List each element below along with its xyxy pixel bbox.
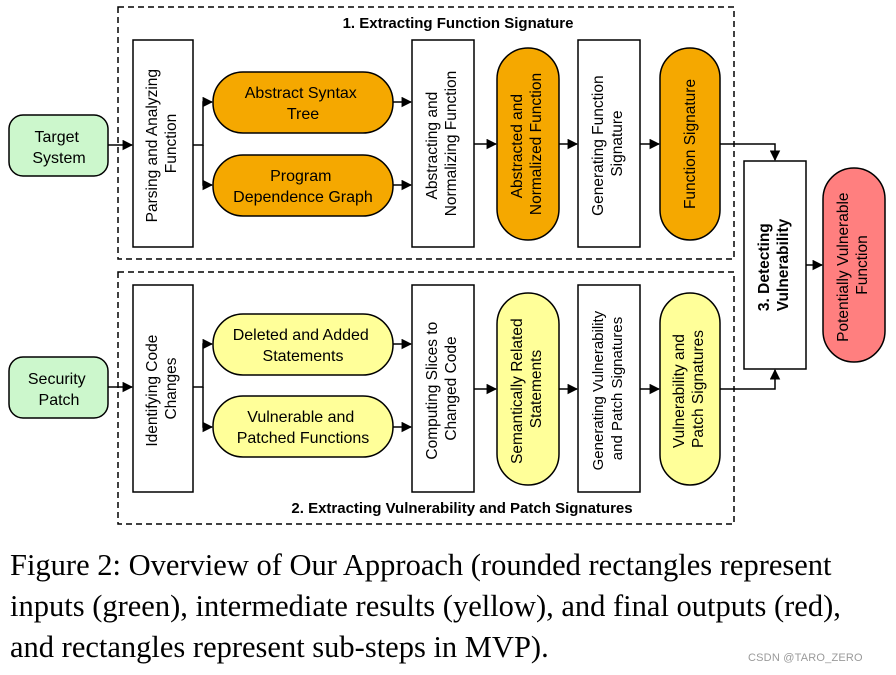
svg-text:Function Signature: Function Signature: [682, 79, 699, 209]
input-security-patch-label: Patch: [39, 392, 80, 409]
svg-text:Program Dependence Graph: Program Dependence Graph: [233, 168, 373, 206]
input-target-system: Target System: [8, 114, 109, 177]
arrow-identify-to-vulnerable: [202, 387, 214, 433]
step-generating-vulnerability-patch-signatures: Generating Vulnerability and Patch Signa…: [577, 284, 641, 493]
input-target-system-label: Target: [35, 129, 80, 146]
step-identifying-label: Identifying Code: [144, 335, 161, 447]
step-detecting-vulnerability: 3. Detecting Vulnerability: [743, 160, 807, 370]
section-frame-function-signature: [117, 6, 735, 260]
step-generating-vuln-label: and Patch Signatures: [609, 317, 626, 460]
step-abstracting-label: Normalizing Function: [443, 71, 460, 217]
output-potentially-vulnerable-function: Potentially Vulnerable Function: [822, 167, 886, 363]
svg-text:Generating Function Sign: Generating Function Signature: [590, 71, 626, 216]
result-ast-label: Tree: [287, 106, 319, 123]
step-generating-function-label: Signature: [609, 110, 626, 176]
result-vulnerable-label: Vulnerable and: [247, 409, 354, 426]
input-security-patch-label: Security: [28, 371, 86, 388]
step-detecting-label: Vulnerability: [775, 218, 792, 311]
svg-text:Semantically Related Sta: Semantically Related Statements: [509, 314, 545, 464]
result-abstracted-label: Normalized Function: [528, 73, 545, 215]
step-generating-function-signature: Generating Function Signature: [577, 39, 641, 248]
svg-text:3. Detecting Vulnerabili: 3. Detecting Vulnerability: [756, 218, 792, 311]
result-pdg-label: Program: [270, 168, 331, 185]
result-deleted-label: Deleted and Added: [233, 327, 369, 344]
svg-text:Generating Vulnerability: Generating Vulnerability and Patch Signa…: [590, 307, 626, 471]
svg-text:Abstract Syntax Tree: Abstract Syntax Tree: [245, 85, 362, 123]
step-parsing-label: Parsing and Analyzing: [144, 69, 161, 222]
output-label: Function: [854, 235, 871, 294]
svg-text:Deleted and Added Statem: Deleted and Added Statements: [233, 327, 374, 365]
flow-arrows: [108, 96, 824, 433]
result-deleted-added-statements: Deleted and Added Statements: [212, 313, 394, 376]
arrow-signatures-to-detect: [720, 368, 781, 390]
arrow-parse-to-pdg: [202, 145, 214, 191]
step-abstracting-label: Abstracting and: [424, 92, 441, 200]
result-vulnerable-patched-functions: Vulnerable and Patched Functions: [212, 395, 394, 458]
result-deleted-label: Statements: [263, 348, 344, 365]
step-abstracting-normalizing: Abstracting and Normalizing Function: [411, 39, 475, 248]
watermark: CSDN @TARO_ZERO: [748, 652, 863, 664]
step-identifying-label: Changes: [163, 357, 180, 419]
svg-text:Vulnerable and Patched F: Vulnerable and Patched Functions: [237, 409, 370, 447]
svg-text:Abstracting and Normaliz: Abstracting and Normalizing Function: [424, 71, 460, 217]
section-title-function-signature: 1. Extracting Function Signature: [343, 15, 574, 32]
input-target-system-label: System: [32, 150, 85, 167]
step-generating-vuln-label: Generating Vulnerability: [590, 310, 607, 470]
result-semantic-label: Statements: [528, 350, 545, 429]
arrow-identify-to-deleted: [193, 338, 214, 388]
svg-text:Parsing and Analyzing Fu: Parsing and Analyzing Function: [144, 65, 180, 223]
step-identifying-code-changes: Identifying Code Changes: [132, 284, 194, 493]
svg-text:Security Patch: Security Patch: [28, 371, 90, 409]
svg-text:Potentially Vulnerable F: Potentially Vulnerable Function: [835, 188, 871, 342]
output-label: Potentially Vulnerable: [835, 192, 852, 341]
input-security-patch: Security Patch: [8, 356, 109, 419]
arrow-signature-to-detect: [720, 143, 781, 162]
section-title-vulnerability-signatures: 2. Extracting Vulnerability and Patch Si…: [291, 500, 632, 517]
result-signatures-label: Vulnerability and: [671, 334, 688, 448]
result-abstracted-normalized-function: Abstracted and Normalized Function: [496, 47, 560, 241]
svg-text:Identifying Code Changes: Identifying Code Changes: [144, 330, 180, 446]
arrow-parse-to-ast: [193, 96, 214, 146]
step-detecting-label: 3. Detecting: [756, 223, 773, 311]
step-parsing-label: Function: [163, 114, 180, 173]
result-signatures-label: Patch Signatures: [690, 330, 707, 448]
step-computing-slices: Computing Slices to Changed Code: [411, 284, 475, 493]
step-computing-label: Computing Slices to: [424, 322, 441, 460]
svg-text:Computing Slices to Chan: Computing Slices to Changed Code: [424, 317, 460, 459]
result-abstract-syntax-tree: Abstract Syntax Tree: [212, 71, 394, 134]
result-semantic-label: Semantically Related: [509, 318, 526, 464]
result-vulnerable-label: Patched Functions: [237, 430, 370, 447]
result-pdg-label: Dependence Graph: [233, 189, 373, 206]
svg-text:Abstracted and Normalize: Abstracted and Normalized Function: [509, 73, 545, 215]
result-vulnerability-patch-signatures: Vulnerability and Patch Signatures: [659, 292, 721, 486]
result-semantically-related-statements: Semantically Related Statements: [496, 292, 560, 486]
result-function-signature: Function Signature: [659, 47, 721, 241]
step-parsing-analyzing-function: Parsing and Analyzing Function: [132, 39, 194, 248]
result-ast-label: Abstract Syntax: [245, 85, 357, 102]
section-frame-vulnerability-signatures: [117, 271, 735, 525]
step-generating-function-label: Generating Function: [590, 75, 607, 215]
svg-text:Vulnerability and Patch: Vulnerability and Patch Signatures: [671, 330, 707, 448]
result-function-signature-label: Function Signature: [682, 79, 699, 209]
result-program-dependence-graph: Program Dependence Graph: [212, 154, 394, 217]
step-computing-label: Changed Code: [443, 336, 460, 440]
result-abstracted-label: Abstracted and: [509, 94, 526, 198]
approach-overview-diagram: 1. Extracting Function Signature 2. Extr…: [8, 6, 886, 525]
figure-caption: Figure 2: Overview of Our Approach (roun…: [10, 548, 841, 664]
svg-text:Target System: Target System: [32, 129, 85, 167]
